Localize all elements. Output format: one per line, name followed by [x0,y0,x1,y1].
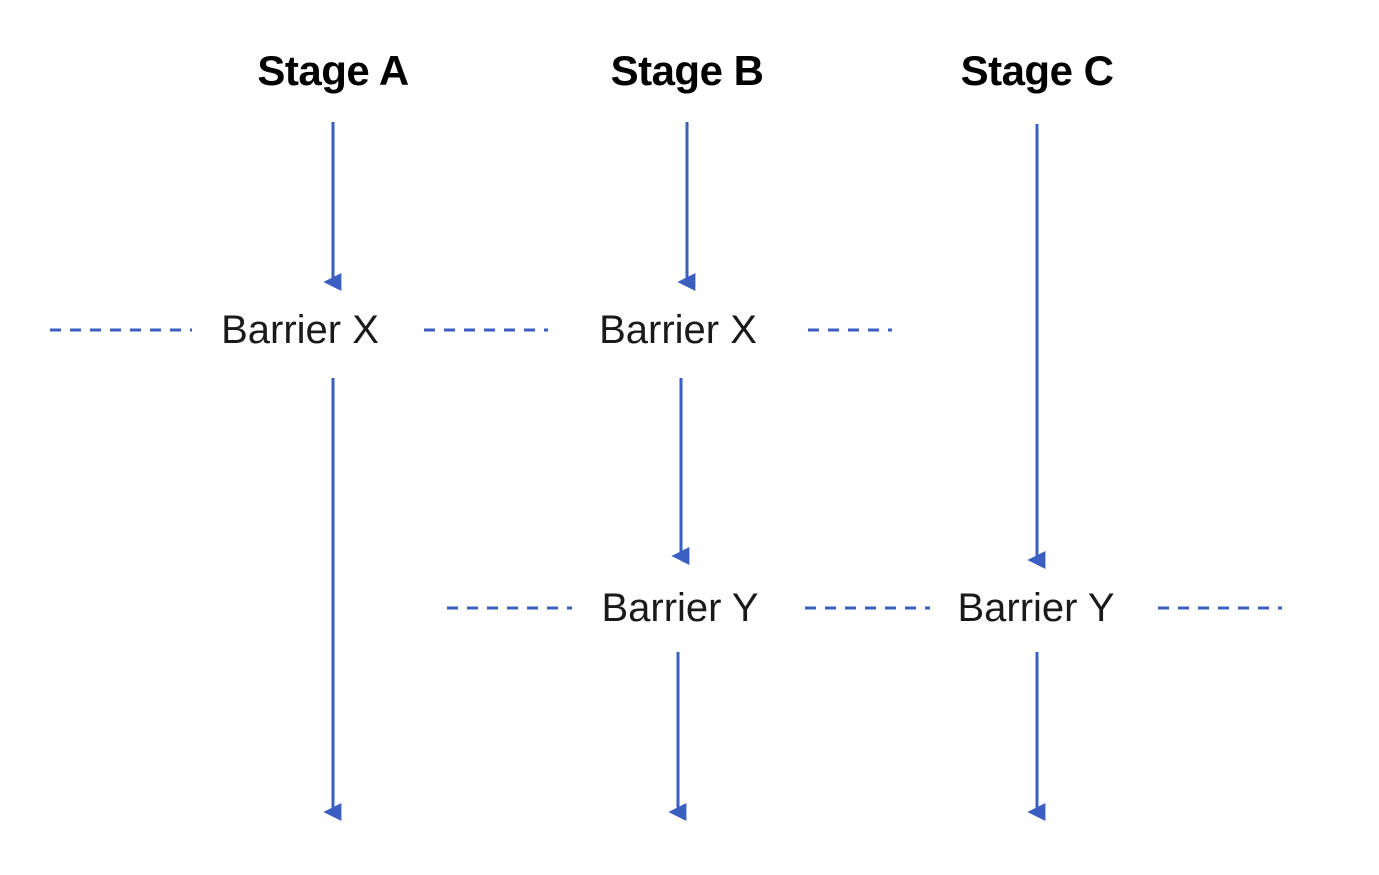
barrier-label-barrier-y-c: Barrier Y [947,588,1125,628]
stage-label-stage-a: Stage A [257,47,409,94]
dashed-link-group [50,328,1282,610]
arrow-group [323,122,1046,821]
stage-label-stage-b: Stage B [610,47,764,94]
barrier-label-barrier-x-a: Barrier X [211,310,389,350]
barrier-label-barrier-y-b: Barrier Y [591,588,769,628]
barrier-label-barrier-x-b: Barrier X [589,310,767,350]
stage-label-stage-c: Stage C [960,47,1114,94]
